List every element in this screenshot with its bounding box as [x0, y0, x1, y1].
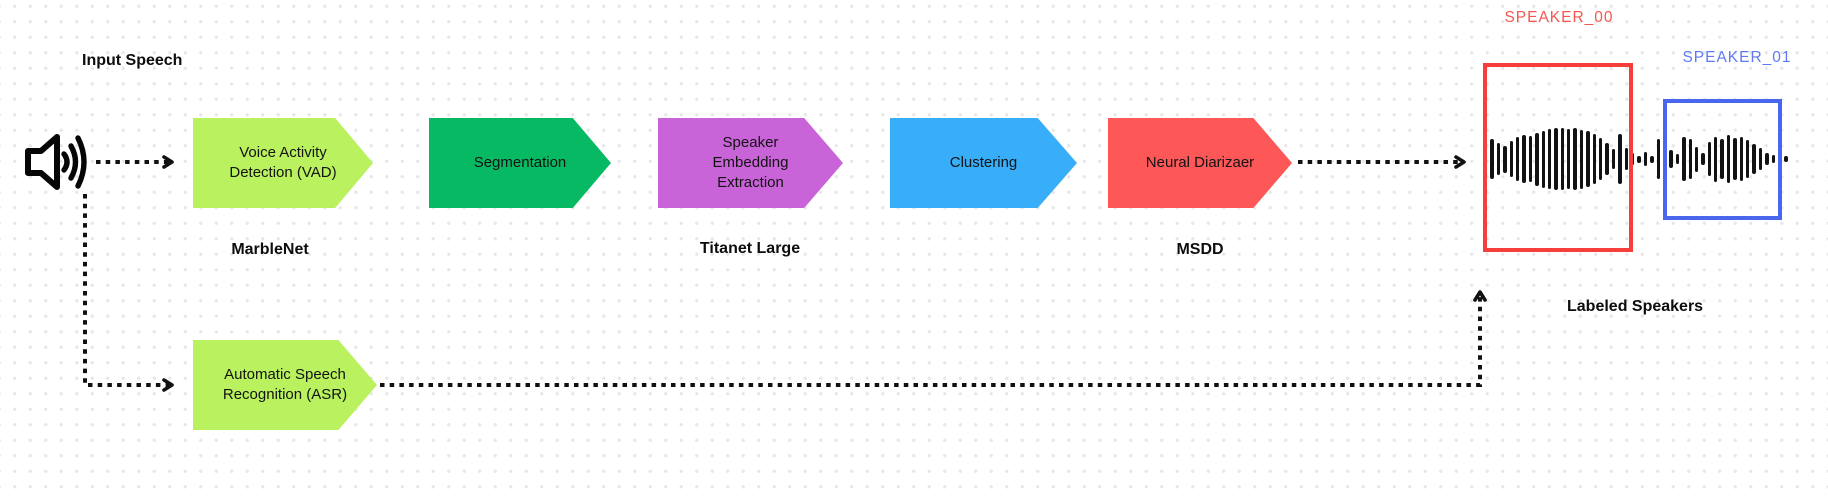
waveform-bar: [1656, 139, 1660, 179]
waveform-bar: [1758, 148, 1763, 170]
waveform-bar: [1688, 139, 1692, 179]
stage-asr-label: Automatic Speech Recognition (ASR): [222, 365, 348, 403]
waveform-bar: [1746, 140, 1750, 178]
speaker-volume-icon: [25, 134, 87, 190]
arrow-asr-to-speakers: [380, 290, 1487, 387]
waveform-bar: [1515, 137, 1520, 181]
waveform-bar: [1694, 146, 1699, 172]
waveform-bar: [1624, 148, 1628, 170]
waveform-bar: [1541, 130, 1545, 188]
waveform-bar: [1567, 129, 1571, 189]
waveform-bar: [1669, 150, 1673, 168]
stage-vad: Voice Activity Detection (VAD): [193, 118, 373, 208]
msdd-label: MSDD: [1176, 241, 1224, 258]
waveform-bar: [1586, 131, 1590, 187]
waveform-bar: [1733, 138, 1737, 180]
speaker-00-label: SPEAKER_00: [1504, 9, 1614, 26]
waveform-bar: [1592, 134, 1597, 184]
marblenet-label: MarbleNet: [231, 241, 309, 258]
waveform-bar: [1509, 141, 1513, 177]
waveform-bar: [1650, 155, 1654, 163]
speaker-01-label: SPEAKER_01: [1682, 49, 1792, 66]
stage-vad-label: Voice Activity Detection (VAD): [229, 143, 337, 181]
waveform-bar: [1579, 129, 1584, 189]
waveform-bar: [1720, 139, 1724, 179]
waveform-bar: [1765, 153, 1769, 165]
waveform-bar: [1643, 152, 1648, 166]
waveform-bar: [1547, 129, 1552, 189]
stage-asr: Automatic Speech Recognition (ASR): [193, 340, 377, 430]
waveform-bar: [1682, 137, 1686, 181]
stage-speaker-embedding-label: Speaker Embedding Extraction: [712, 133, 789, 192]
waveform-bar: [1599, 138, 1603, 180]
waveform-bar: [1726, 135, 1731, 183]
waveform-bar: [1554, 128, 1558, 190]
waveform-bar: [1714, 136, 1718, 182]
waveform-bar: [1701, 153, 1705, 165]
input-speech-label: Input Speech: [82, 52, 183, 69]
stage-neural-diarizer: Neural Diarizaer: [1108, 118, 1292, 208]
waveform-bar: [1573, 128, 1577, 190]
waveform-bar: [1611, 149, 1616, 169]
stage-clustering-label: Clustering: [949, 153, 1018, 171]
labeled-speakers-label: Labeled Speakers: [1567, 298, 1704, 315]
waveform-bar: [1771, 155, 1775, 163]
speaker-00-box: [1483, 63, 1633, 252]
waveform-bar: [1739, 137, 1744, 181]
speaker-01-box: [1663, 99, 1782, 220]
waveform-bar: [1707, 142, 1712, 176]
arrow-input-to-asr: [83, 194, 174, 392]
stage-neural-diarizer-label: Neural Diarizaer: [1145, 153, 1255, 171]
stage-segmentation: Segmentation: [429, 118, 611, 208]
waveform-bar: [1503, 145, 1507, 173]
waveform-bar: [1784, 156, 1788, 162]
waveform-bar: [1490, 139, 1494, 179]
stage-speaker-embedding: Speaker Embedding Extraction: [658, 118, 843, 208]
waveform-bar: [1535, 132, 1539, 186]
titanet-large-label: Titanet Large: [699, 240, 801, 257]
waveform-bar: [1560, 128, 1565, 190]
waveform-bar: [1496, 143, 1501, 175]
stage-clustering: Clustering: [890, 118, 1077, 208]
waveform: [1484, 127, 1791, 191]
waveform-bar: [1752, 144, 1756, 174]
waveform-bar: [1528, 136, 1533, 182]
waveform-bar: [1618, 134, 1622, 184]
waveform-bar: [1637, 155, 1641, 163]
waveform-bar: [1522, 135, 1526, 183]
stage-segmentation-label: Segmentation: [473, 153, 567, 171]
waveform-bar: [1605, 143, 1609, 175]
waveform-bar: [1675, 154, 1680, 164]
